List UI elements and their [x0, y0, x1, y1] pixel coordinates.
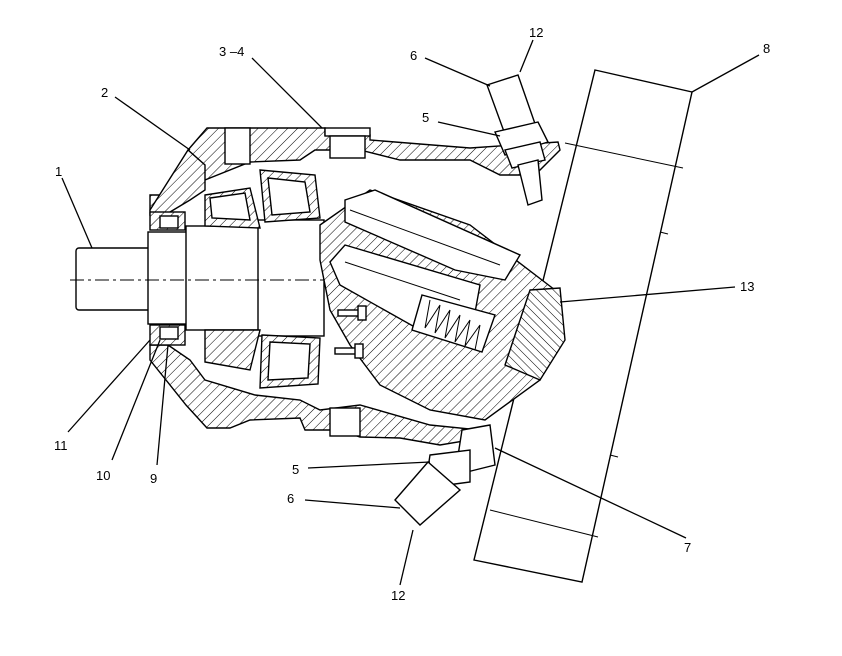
callout-8: 8 [763, 41, 770, 56]
callout-5-bottom: 5 [292, 462, 299, 477]
upper-adjust-screw [486, 74, 549, 206]
callout-12-top: 12 [529, 25, 543, 40]
bearings [204, 169, 321, 389]
cylinder-block [319, 189, 566, 421]
callout-labels: 1 2 3 –4 6 12 8 5 13 11 10 9 5 6 7 12 [54, 25, 770, 603]
housing [149, 127, 561, 446]
callout-11: 11 [54, 438, 68, 453]
callout-6-bottom: 6 [287, 491, 294, 506]
drive-shaft [70, 219, 340, 337]
callout-12-bottom: 12 [391, 588, 405, 603]
callout-13: 13 [740, 279, 754, 294]
callout-6-top: 6 [410, 48, 417, 63]
callout-10: 10 [96, 468, 110, 483]
shaft-seals [149, 211, 186, 346]
callout-9: 9 [150, 471, 157, 486]
leader-lines [61, 39, 760, 586]
lower-adjust-screw [394, 424, 496, 526]
callout-7: 7 [684, 540, 691, 555]
callout-3-4: 3 –4 [219, 44, 244, 59]
callout-2: 2 [101, 85, 108, 100]
centering-spring [411, 294, 496, 353]
callout-1: 1 [55, 164, 62, 179]
callout-5-top: 5 [422, 110, 429, 125]
